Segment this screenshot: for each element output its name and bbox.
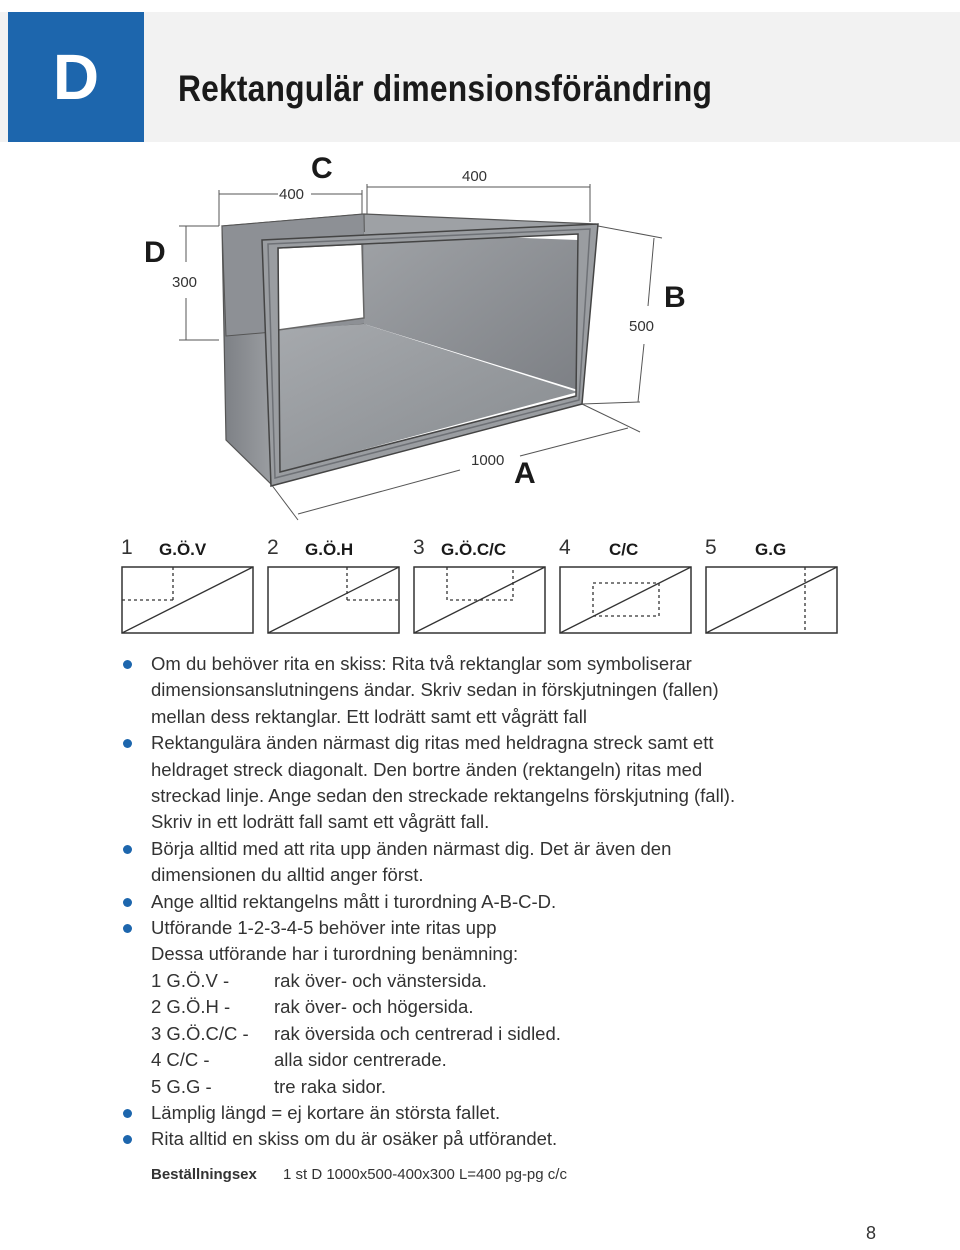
text-line: Om du behöver rita en skiss: Rita två re… xyxy=(151,653,692,674)
legend-row: 4 C/C - alla sidor centrerade. xyxy=(151,1047,840,1073)
variant-number: 5 xyxy=(705,536,717,559)
variant-3: 3 G.Ö.C/C xyxy=(413,536,549,634)
legend-code: 4 C/C - xyxy=(151,1049,210,1071)
text-line: Lämplig längd = ej kortare än största fa… xyxy=(151,1101,501,1123)
duct-floor xyxy=(278,324,578,472)
page-title: Rektangulär dimensionsförändring xyxy=(178,68,713,109)
instruction-list: Om du behöver rita en skiss: Rita två re… xyxy=(120,651,840,1153)
variant-4-sketch xyxy=(559,566,692,634)
variant-code: C/C xyxy=(609,540,639,559)
list-item: Utförande 1-2-3-4-5 behöver inte ritas u… xyxy=(120,915,840,1100)
letter-a: A xyxy=(514,457,536,490)
legend-code: 3 G.Ö.C/C - xyxy=(151,1022,249,1044)
variant-code: G.Ö.C/C xyxy=(441,540,507,559)
text-line: mellan dess rektanglar. Ett lodrätt samt… xyxy=(151,705,587,727)
legend-text: rak över- och högersida. xyxy=(274,996,474,1018)
bullet-icon xyxy=(123,1108,132,1118)
variant-5-sketch xyxy=(705,566,838,634)
bullet-icon xyxy=(123,844,132,854)
legend-row: 5 G.G - tre raka sidor. xyxy=(151,1074,840,1100)
letter-b: B xyxy=(664,281,686,314)
legend-row: 1 G.Ö.V - rak över- och vänstersida. xyxy=(151,968,840,994)
section-letter: D xyxy=(52,41,100,113)
text-line: Skriv in ett lodrätt fall samt ett vågrä… xyxy=(151,811,490,833)
duct-front-frame xyxy=(261,223,599,487)
variant-4: 4 C/C xyxy=(559,536,695,634)
duct-small-opening xyxy=(277,243,365,331)
variant-1: 1 G.Ö.V xyxy=(121,536,257,634)
variant-5: 5 G.G xyxy=(705,536,841,634)
variant-number: 2 xyxy=(267,536,279,559)
variant-3-sketch xyxy=(413,566,546,634)
variant-code: G.G xyxy=(755,540,787,559)
dim-c-width: 400 xyxy=(279,186,304,203)
order-example-value: 1 st D 1000x500-400x300 L=400 pg-pg c/c xyxy=(283,1166,567,1183)
header-band xyxy=(0,12,960,142)
list-item: Lämplig längd = ej kortare än största fa… xyxy=(120,1100,840,1126)
dim-d-height: 300 xyxy=(172,274,197,291)
bullet-icon xyxy=(123,897,132,907)
variant-code: G.Ö.V xyxy=(159,540,207,559)
list-item: Rektangulära änden närmast dig ritas med… xyxy=(120,730,840,836)
variant-number: 3 xyxy=(413,536,425,559)
bullet-icon xyxy=(123,1135,132,1145)
list-item: Om du behöver rita en skiss: Rita två re… xyxy=(120,651,840,730)
legend-code: 2 G.Ö.H - xyxy=(151,996,231,1018)
text-line: heldraget streck diagonalt. Den bortre ä… xyxy=(151,758,703,780)
variant-number: 4 xyxy=(559,536,571,559)
legend-code: 1 G.Ö.V - xyxy=(151,969,230,991)
duct-illustration: 400 400 300 500 1000 C D B A xyxy=(144,152,686,521)
list-item: Ange alltid rektangelns mått i turordnin… xyxy=(120,889,840,915)
legend-row: 3 G.Ö.C/C - rak översida och centrerad i … xyxy=(151,1021,840,1047)
dim-b-height: 500 xyxy=(629,318,654,335)
text-line: dimensionen du alltid anger först. xyxy=(151,864,424,886)
dim-a-length: 1000 xyxy=(471,452,504,469)
order-example-label: Beställningsex xyxy=(151,1166,257,1183)
legend-text: tre raka sidor. xyxy=(274,1075,387,1097)
list-item: Börja alltid med att rita upp änden närm… xyxy=(120,836,840,889)
duct-back-wall xyxy=(364,232,578,390)
text-line: Utförande 1-2-3-4-5 behöver inte ritas u… xyxy=(151,917,497,939)
legend-text: alla sidor centrerade. xyxy=(274,1049,447,1071)
variant-2-sketch xyxy=(267,566,400,634)
order-example: Beställningsex 1 st D 1000x500-400x300 L=… xyxy=(151,1166,567,1183)
text-line: Rektangulära änden närmast dig ritas med… xyxy=(151,732,714,754)
text-line: dimensionsanslutningens ändar. Skriv sed… xyxy=(151,679,719,701)
text-line: streckad linje. Ange sedan den streckade… xyxy=(151,785,736,807)
legend-text: rak över- och vänstersida. xyxy=(274,969,487,991)
legend-text: rak översida och centrerad i sidled. xyxy=(274,1022,561,1044)
legend-code: 5 G.G - xyxy=(151,1075,212,1097)
letter-d: D xyxy=(144,236,166,269)
dim-length-top: 400 xyxy=(462,168,487,185)
dimension-lines xyxy=(179,184,663,521)
variant-code: G.Ö.H xyxy=(305,540,354,559)
text-line: Rita alltid en skiss om du är osäker på … xyxy=(151,1128,558,1150)
variant-2: 2 G.Ö.H xyxy=(267,536,403,634)
text-line: Ange alltid rektangelns mått i turordnin… xyxy=(151,890,557,912)
page-number: 8 xyxy=(866,1223,877,1243)
list-item: Rita alltid en skiss om du är osäker på … xyxy=(120,1126,840,1152)
section-letter-box: D xyxy=(8,12,144,142)
letter-c: C xyxy=(311,152,333,185)
variant-1-sketch xyxy=(121,566,254,634)
bullet-icon xyxy=(123,924,132,934)
text-line: Dessa utförande har i turordning benämni… xyxy=(151,943,519,965)
legend-row: 2 G.Ö.H - rak över- och högersida. xyxy=(151,994,840,1020)
variant-number: 1 xyxy=(121,536,133,559)
text-line: Börja alltid med att rita upp änden närm… xyxy=(151,837,672,859)
bullet-icon xyxy=(123,739,132,749)
bullet-icon xyxy=(123,660,132,669)
